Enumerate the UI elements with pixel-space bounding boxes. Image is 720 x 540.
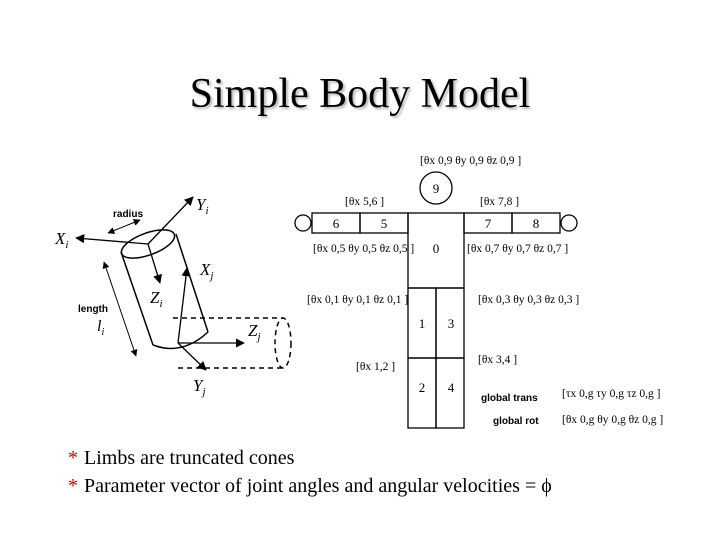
left-shoulder-params: [θx 5,6 ] — [345, 196, 384, 208]
segment-label: 4 — [448, 380, 455, 395]
right-shoulder-params: [θx 7,8 ] — [480, 196, 519, 208]
right-knee-params: [θx 3,4 ] — [478, 354, 517, 366]
child-limb — [173, 317, 292, 369]
head-segment — [419, 171, 453, 205]
xj-label: Xj — [199, 260, 213, 282]
slide-title: Simple Body Model — [189, 71, 531, 117]
yi-axis — [147, 196, 194, 245]
yi-label: Yi — [196, 195, 209, 217]
segment-label: 5 — [381, 216, 388, 231]
segment-label: 8 — [533, 216, 540, 231]
zi-label: Zi — [150, 288, 163, 310]
left-upperarm-segment — [359, 212, 409, 234]
bullet-text: Parameter vector of joint angles and ang… — [84, 475, 552, 497]
segment-label: 3 — [448, 316, 455, 331]
left-hip-params: [θx 0,1 θy 0,1 θz 0,1 ] — [307, 294, 408, 306]
li-label: li — [97, 318, 104, 338]
body-model — [294, 171, 578, 429]
limb-diagram — [75, 196, 292, 371]
right-hand — [560, 214, 578, 232]
zj-label: Zj — [248, 321, 261, 343]
bullet-text: Limbs are truncated cones — [84, 447, 295, 469]
bullet-marker: * — [68, 447, 78, 469]
global-trans-params: [τx 0,g τy 0,g τz 0,g ] — [562, 388, 661, 400]
upper-limb-edge — [175, 233, 209, 333]
segment-label: 9 — [433, 181, 440, 196]
bullet-item: * Parameter vector of joint angles and an… — [68, 472, 708, 500]
segment-label: 1 — [419, 316, 426, 331]
segment-label: 6 — [333, 216, 340, 231]
segment-label: 0 — [433, 241, 440, 256]
bullet-item: * Limbs are truncated cones — [68, 444, 708, 472]
right-hip-params: [θx 0,3 θy 0,3 θz 0,3 ] — [478, 294, 579, 306]
left-hand — [294, 214, 312, 232]
left-upper-params: [θx 0,5 θy 0,5 θz 0,5 ] — [313, 243, 414, 255]
global-trans-label: global trans — [481, 393, 538, 404]
right-shin-segment — [435, 357, 465, 429]
length-label: length — [78, 304, 108, 315]
bullet-marker: * — [68, 475, 78, 497]
right-upper-params: [θx 0,7 θy 0,7 θz 0,7 ] — [467, 243, 568, 255]
bullet-list: * Limbs are truncated cones * Parameter ve… — [68, 444, 708, 500]
head-joint-params: [θx 0,9 θy 0,9 θz 0,9 ] — [420, 155, 521, 167]
right-forearm-segment — [511, 212, 561, 234]
left-knee-params: [θx 1,2 ] — [356, 361, 395, 373]
yj-label: Yj — [193, 376, 206, 398]
global-rot-params: [θx 0,g θy 0,g θz 0,g ] — [562, 414, 663, 426]
upper-limb-bottom — [152, 331, 209, 350]
zi-axis — [147, 243, 162, 284]
yj-axis — [177, 342, 207, 371]
segment-label: 7 — [485, 216, 492, 231]
radius-arrow — [107, 219, 141, 234]
xj-axis — [177, 267, 191, 344]
xi-label: Xi — [54, 229, 68, 251]
segment-label: 2 — [419, 380, 426, 395]
length-arrow — [102, 261, 138, 357]
radius-label: radius — [113, 209, 143, 220]
global-rot-label: global rot — [493, 416, 539, 427]
upper-limb-edge — [120, 251, 154, 346]
xi-axis — [75, 234, 149, 245]
